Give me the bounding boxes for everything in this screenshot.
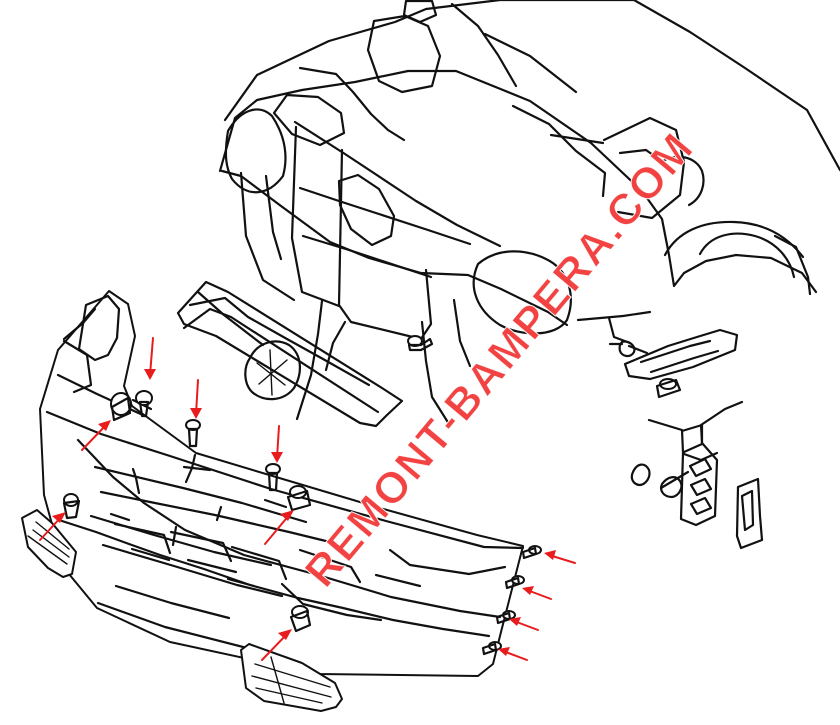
screw-center-right-2 — [286, 485, 312, 512]
arrow-center — [190, 379, 202, 419]
arrow-left-lower — [39, 512, 66, 541]
arrow-lower-center — [261, 629, 292, 661]
arrow-top-left — [144, 337, 156, 380]
screw-lower-center — [289, 605, 312, 633]
arrow-left-diagonal — [81, 420, 111, 451]
front-grille — [176, 280, 404, 428]
screw-side-right — [655, 378, 682, 399]
right-fog-grille — [240, 643, 343, 712]
screw-right-2 — [504, 575, 525, 590]
car-front-structure — [218, 0, 840, 426]
screws — [62, 335, 682, 656]
side-bracket — [608, 328, 739, 381]
arrow-right-3 — [509, 617, 539, 631]
arrows — [39, 337, 576, 661]
arrow-right-1 — [544, 550, 576, 564]
arrow-right-4 — [498, 647, 528, 661]
screw-right-1 — [521, 545, 542, 560]
arrow-center-right — [271, 425, 283, 463]
screw-center — [185, 419, 201, 448]
screw-left-lower — [62, 493, 81, 520]
front-bumper — [39, 290, 525, 677]
arrow-right-diagonal — [264, 510, 294, 545]
bumper-support — [630, 400, 764, 550]
left-fog-grille — [21, 509, 77, 578]
screw-right-4 — [481, 641, 502, 656]
screw-top-left-small — [135, 390, 153, 418]
arrow-right-2 — [522, 586, 552, 600]
screw-top-left — [110, 392, 132, 422]
screw-center-right — [265, 463, 281, 492]
screw-upper-mid — [407, 335, 434, 352]
